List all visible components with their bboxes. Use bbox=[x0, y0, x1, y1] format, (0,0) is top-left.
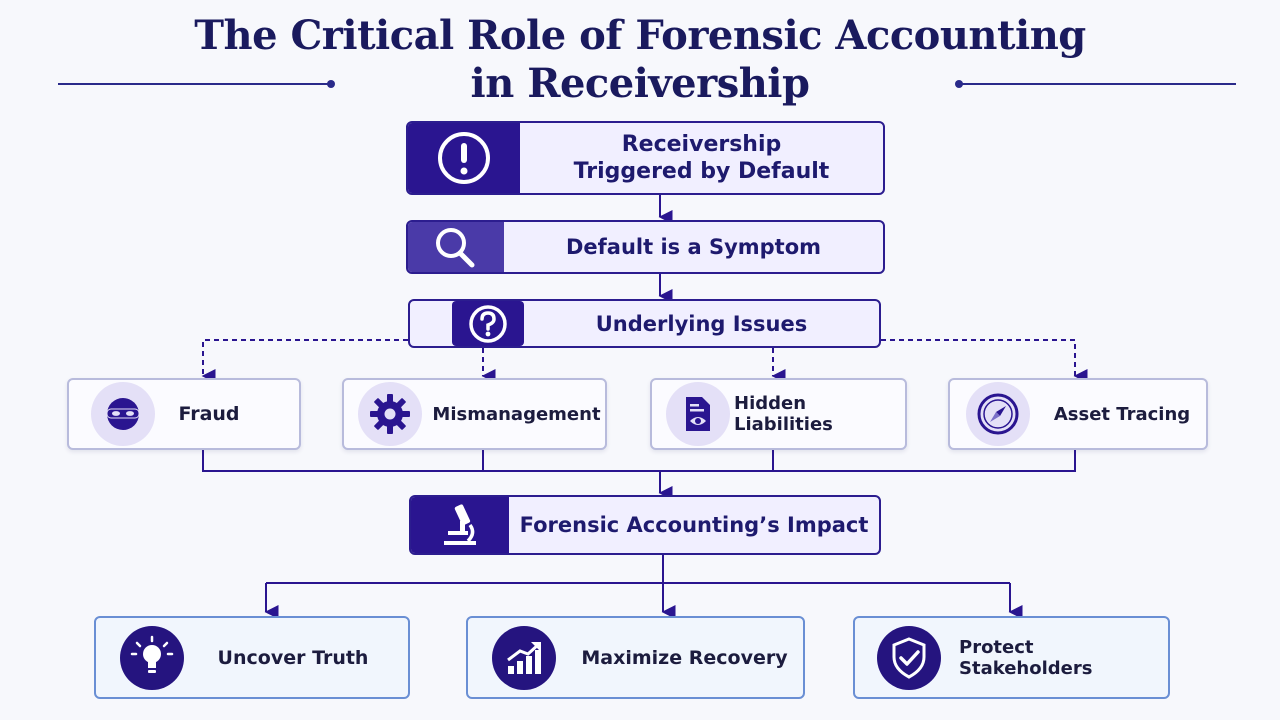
title-line-1: The Critical Role of Forensic Accounting bbox=[194, 12, 1086, 59]
dashed-arrow-fraud bbox=[201, 339, 408, 383]
issues-icon-block bbox=[452, 301, 524, 346]
fraud-icon-circle bbox=[91, 382, 155, 446]
title-rule-right bbox=[960, 83, 1236, 85]
title-rule-left bbox=[58, 83, 330, 85]
asset-tracing-icon-circle bbox=[966, 382, 1030, 446]
title-rule-left-dot bbox=[327, 80, 335, 88]
receivership-label-line-2: Triggered by Default bbox=[573, 159, 830, 184]
growth-chart-icon bbox=[507, 641, 541, 674]
underlying-issues-box: Underlying Issues bbox=[408, 299, 881, 348]
symptom-icon-block bbox=[408, 222, 504, 272]
gear-icon bbox=[370, 394, 410, 434]
forensic-impact-box: Forensic Accounting’s Impact bbox=[409, 495, 881, 555]
question-icon bbox=[469, 304, 507, 343]
issue-card-asset-tracing: Asset Tracing bbox=[948, 378, 1208, 450]
fraud-label: Fraud bbox=[178, 403, 240, 425]
mask-icon bbox=[106, 398, 140, 430]
outcome-card-protect-stakeholders: Protect Stakeholders bbox=[853, 616, 1170, 699]
outcome-card-maximize-recovery: Maximize Recovery bbox=[466, 616, 805, 699]
default-symptom-label: Default is a Symptom bbox=[565, 235, 822, 259]
shield-check-icon bbox=[892, 636, 926, 679]
title-line-2: in Receivership bbox=[470, 60, 810, 107]
mismanagement-icon-circle bbox=[358, 382, 422, 446]
microscope-icon bbox=[444, 504, 476, 545]
receivership-icon-block bbox=[408, 123, 520, 193]
magnifier-icon bbox=[436, 228, 475, 268]
uncover-truth-icon-circle bbox=[120, 625, 184, 690]
maximize-recovery-icon-circle bbox=[492, 625, 556, 690]
impact-icon-block bbox=[411, 497, 509, 553]
document-eye-icon bbox=[686, 397, 710, 431]
title-rule-right-dot bbox=[955, 80, 963, 88]
hidden-liabilities-label: Hidden Liabilities bbox=[734, 393, 833, 435]
mismanagement-label: Mismanagement bbox=[432, 403, 601, 425]
receivership-label-line-1: Receivership bbox=[621, 132, 782, 157]
lightbulb-icon bbox=[130, 635, 174, 673]
outcome-card-uncover-truth: Uncover Truth bbox=[94, 616, 410, 699]
forensic-impact-label: Forensic Accounting’s Impact bbox=[519, 513, 869, 537]
protect-stakeholders-label: Protect Stakeholders bbox=[959, 636, 1093, 679]
underlying-issues-label: Underlying Issues bbox=[595, 311, 808, 336]
issues-merge-line bbox=[202, 450, 1076, 472]
page-title: The Critical Role of Forensic Accounting… bbox=[0, 12, 1280, 108]
uncover-truth-label: Uncover Truth bbox=[217, 646, 369, 669]
receivership-triggered-box: Receivership Triggered by Default bbox=[406, 121, 885, 195]
hidden-liabilities-icon-circle bbox=[666, 382, 730, 446]
dashed-arrow-asset-tracing bbox=[881, 339, 1088, 383]
default-symptom-box: Default is a Symptom bbox=[406, 220, 885, 274]
maximize-recovery-label: Maximize Recovery bbox=[581, 646, 788, 669]
issue-card-fraud: Fraud bbox=[67, 378, 301, 450]
protect-stakeholders-icon-circle bbox=[877, 625, 941, 690]
asset-tracing-label: Asset Tracing bbox=[1053, 403, 1191, 425]
exclamation-icon bbox=[438, 132, 490, 184]
issue-card-hidden-liabilities: Hidden Liabilities bbox=[650, 378, 907, 450]
compass-icon bbox=[977, 393, 1019, 435]
issue-card-mismanagement: Mismanagement bbox=[342, 378, 607, 450]
